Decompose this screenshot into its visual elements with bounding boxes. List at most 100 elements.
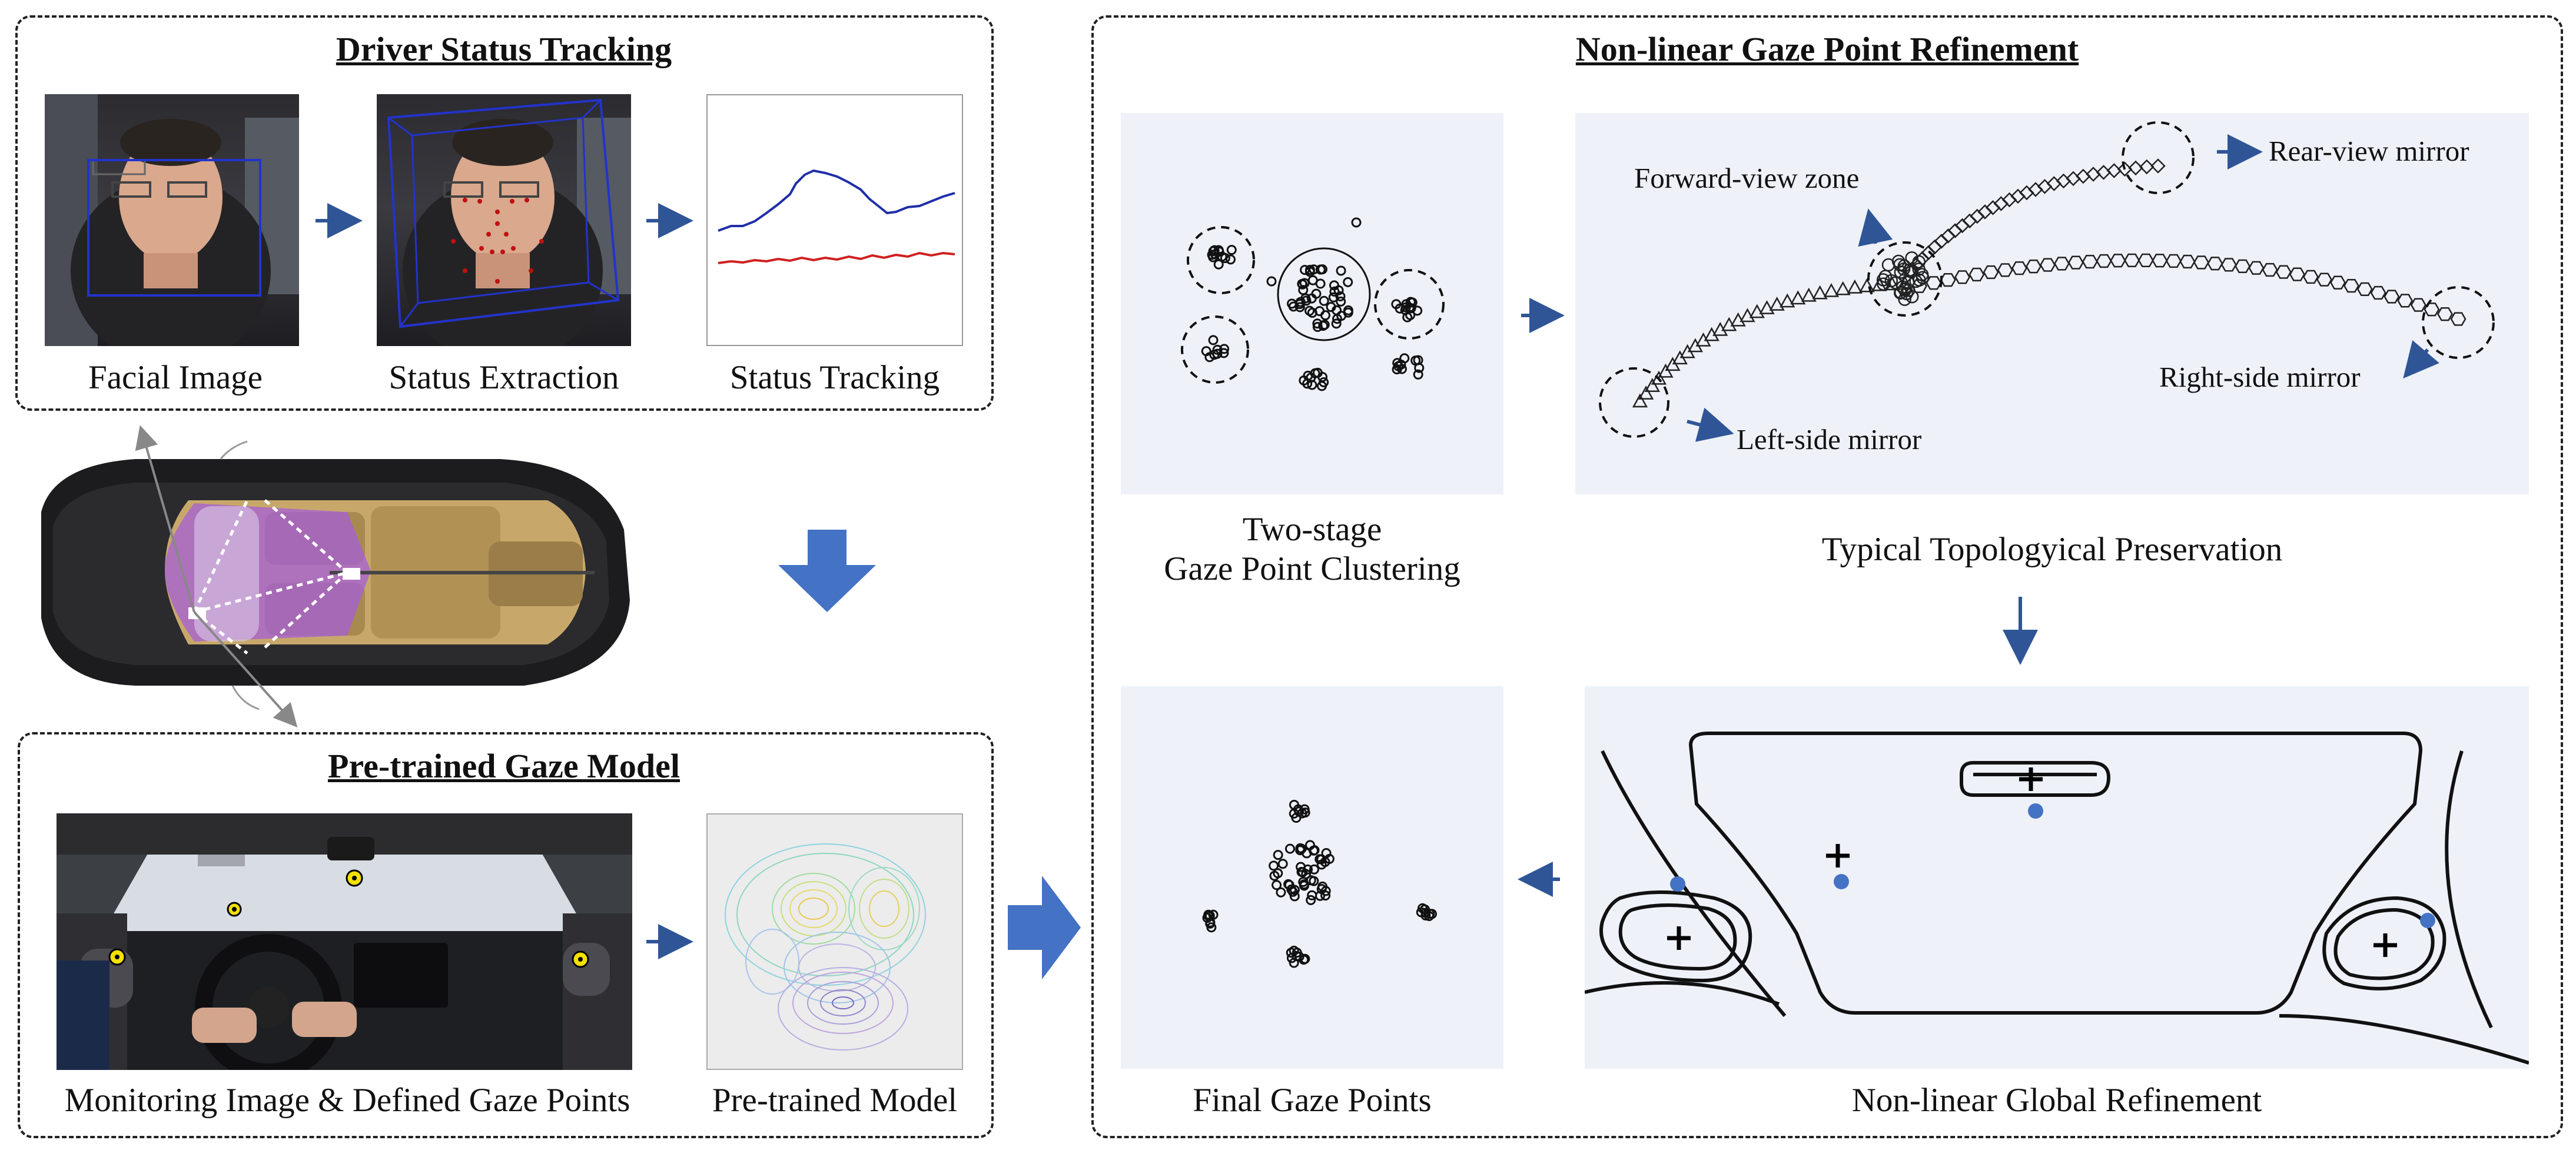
trajectory-marker <box>2424 303 2440 317</box>
trajectory-marker <box>2096 254 2112 268</box>
trajectory-marker <box>2384 290 2400 304</box>
trajectory-marker <box>2082 254 2098 269</box>
monitoring-image <box>57 813 632 1070</box>
final-gaze-point <box>1295 843 1306 853</box>
clustering-caption-line2: Gaze Point Clustering <box>1164 550 1460 588</box>
gaze-point <box>1219 344 1230 354</box>
trajectory-marker <box>2137 253 2154 268</box>
global-refinement-panel <box>1584 686 2529 1069</box>
final-gaze-point <box>1204 910 1215 921</box>
final-gaze-point <box>1314 890 1325 901</box>
trajectory-marker <box>1894 265 1908 279</box>
cluster-boundary <box>1374 269 1445 340</box>
trajectory-marker <box>1912 262 1926 276</box>
topology-panel <box>1575 113 2529 494</box>
driver-status-title: Driver Status Tracking <box>336 30 672 68</box>
gaze-point <box>1410 355 1421 366</box>
trajectory-marker <box>2262 262 2278 277</box>
trajectory-marker <box>2370 285 2386 300</box>
trajectory-marker <box>1759 300 1775 314</box>
gaze-point <box>1331 318 1342 329</box>
final-gaze-point <box>1299 804 1310 815</box>
trajectory-marker <box>1905 251 1918 265</box>
trajectory-marker <box>2124 253 2140 268</box>
trajectory-marker <box>2026 260 2041 274</box>
trajectory-marker <box>1897 262 1911 276</box>
gaze-point <box>1317 381 1327 391</box>
final-gaze-point <box>1299 955 1309 965</box>
pretrained-model-plot <box>706 813 963 1070</box>
gaze-point <box>1304 265 1315 275</box>
left-mirror-outer <box>1599 890 1752 983</box>
final-gaze-point <box>1272 880 1282 890</box>
trajectory-marker <box>1900 287 1913 301</box>
trajectory-marker <box>2110 254 2126 268</box>
gaze-point <box>1319 320 1330 330</box>
trajectory-marker <box>1968 267 1985 282</box>
right-mirror-inner <box>2333 908 2435 981</box>
gaze-point <box>1294 302 1305 313</box>
gaze-point <box>1351 217 1362 228</box>
refinement-title: Non-linear Gaze Point Refinement <box>1575 30 2079 68</box>
final-points-panel <box>1121 686 1503 1069</box>
trajectory-marker <box>1644 378 1660 393</box>
trajectory-marker <box>1878 270 1893 283</box>
gaze-point <box>1395 303 1405 314</box>
final-gaze-point <box>1316 884 1327 895</box>
facial-image-caption: Facial Image <box>88 359 263 396</box>
trajectory-marker <box>2356 282 2373 297</box>
trajectory-marker <box>1898 293 1911 306</box>
gaze-point <box>1212 344 1223 355</box>
final-gaze-point <box>1297 867 1308 878</box>
trajectory-marker <box>1912 255 1926 269</box>
gaze-point <box>1311 288 1322 299</box>
final-gaze-point <box>1293 804 1303 815</box>
trajectory-marker <box>2139 159 2155 175</box>
trajectory-marker <box>2179 254 2196 269</box>
gaze-point <box>1226 254 1236 265</box>
pretrained-title: Pre-trained Gaze Model <box>327 747 680 785</box>
rear-mirror-shape <box>1960 761 2111 797</box>
right-lower-line <box>2279 1014 2529 1065</box>
clustering-caption-line1: Two-stage <box>1242 511 1382 548</box>
trajectory-marker <box>2289 267 2305 281</box>
forward-view-label: Forward-view zone <box>1634 162 1860 194</box>
right-side-label: Right-side mirror <box>2159 361 2361 393</box>
gaze-point <box>1266 276 1277 287</box>
trajectory-marker <box>1926 276 1942 290</box>
cluster-boundary <box>1187 226 1255 294</box>
gaze-point <box>1393 361 1404 371</box>
final-gaze-point <box>1269 870 1280 881</box>
trajectory-marker <box>2410 298 2426 312</box>
cluster-boundary <box>1277 247 1371 341</box>
trajectory-marker <box>1658 363 1674 378</box>
zone-boundary <box>2422 286 2495 359</box>
final-gaze-point <box>1309 845 1319 856</box>
trajectory-marker <box>1876 273 1890 287</box>
final-gaze-point <box>1321 847 1332 858</box>
trajectory-marker <box>2067 255 2084 270</box>
gaze-point <box>1217 251 1227 262</box>
global-caption: Non-linear Global Refinement <box>1851 1082 2262 1119</box>
trajectory-marker <box>2011 261 2027 275</box>
monitoring-caption: Monitoring Image & Defined Gaze Points <box>64 1082 630 1119</box>
gaze-point <box>1208 246 1219 257</box>
trajectory-marker <box>2343 278 2359 293</box>
gaze-point <box>1335 291 1346 301</box>
status-extraction-caption: Status Extraction <box>389 359 619 396</box>
clustering-caption: Two-stage Gaze Point Clustering <box>1164 510 1460 589</box>
gaze-point <box>1400 305 1410 315</box>
final-gaze-point <box>1299 880 1309 891</box>
status-line-top <box>718 169 955 232</box>
zone-boundary <box>1867 241 1943 317</box>
gaze-point <box>1336 311 1347 321</box>
gaze-point <box>1329 286 1340 297</box>
trajectory-marker <box>2040 258 2056 272</box>
big-right-arrow <box>1008 876 1081 979</box>
trajectory-marker <box>2220 258 2237 272</box>
trajectory-marker <box>1801 287 1817 302</box>
trajectory-marker <box>2397 294 2414 308</box>
final-gaze-point <box>1273 850 1283 860</box>
